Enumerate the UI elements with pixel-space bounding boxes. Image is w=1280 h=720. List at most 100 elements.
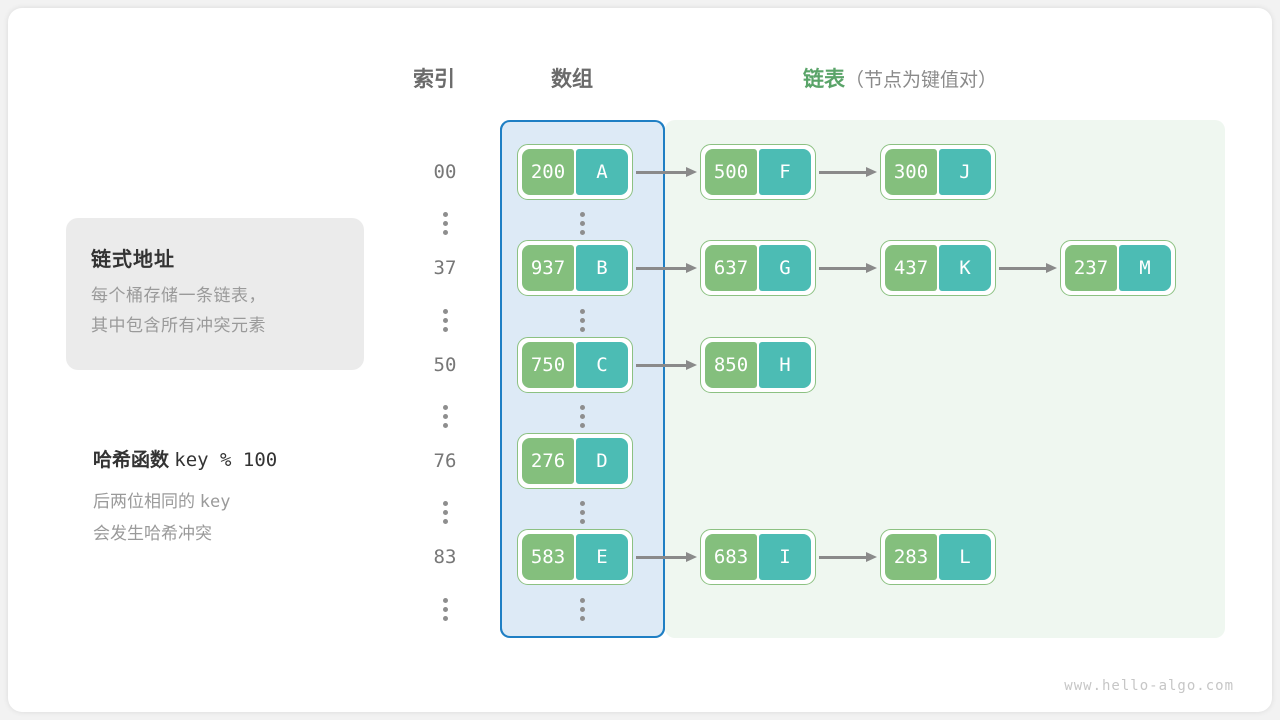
ellipsis-dot <box>579 221 585 226</box>
arrow-head <box>1046 263 1057 273</box>
hash-function-body-line-1: 后两位相同的 key <box>93 486 230 518</box>
ellipsis-dot <box>579 510 585 515</box>
chain-arrow <box>819 263 877 273</box>
node-value-cell: I <box>759 534 811 580</box>
hash-function-expression: key % 100 <box>174 449 278 471</box>
info-card: 链式地址 每个桶存储一条链表， 其中包含所有冲突元素 <box>66 218 364 370</box>
ellipsis-dot <box>579 318 585 323</box>
ellipsis-dot <box>579 607 585 612</box>
node-value-cell: H <box>759 342 811 388</box>
bucket-index-label: 50 <box>433 354 457 376</box>
arrow-shaft <box>999 267 1048 270</box>
ellipsis-dots <box>423 305 467 332</box>
arrow-head <box>866 263 877 273</box>
ellipsis-dot <box>579 598 585 603</box>
ellipsis-dot <box>442 598 448 603</box>
ellipsis-dot <box>579 405 585 410</box>
ellipsis-dot <box>442 414 448 419</box>
ellipsis-dot <box>442 423 448 428</box>
node-key-cell: 937 <box>522 245 574 291</box>
hash-function-body-line-2: 会发生哈希冲突 <box>93 524 212 543</box>
bucket-index-label: 00 <box>433 161 457 183</box>
node-value-cell: E <box>576 534 628 580</box>
chain-arrow <box>636 552 697 562</box>
ellipsis-dot <box>442 212 448 217</box>
arrow-shaft <box>636 267 688 270</box>
node-key-cell: 300 <box>885 149 937 195</box>
ellipsis-dot <box>579 414 585 419</box>
diagram-card: 索引 数组 链表（节点为键值对） 链式地址 每个桶存储一条链表， 其中包含所有冲… <box>8 8 1272 712</box>
ellipsis-dot <box>442 616 448 621</box>
node-key-cell: 283 <box>885 534 937 580</box>
node-key-cell: 237 <box>1065 245 1117 291</box>
node-key-cell: 850 <box>705 342 757 388</box>
ellipsis-dot <box>579 616 585 621</box>
column-header-linked-list: 链表（节点为键值对） <box>803 63 997 93</box>
node-key-cell: 437 <box>885 245 937 291</box>
ellipsis-dots <box>423 208 467 235</box>
column-header-index: 索引 <box>413 68 455 91</box>
ellipsis-dot <box>442 309 448 314</box>
chain-arrow <box>819 552 877 562</box>
arrow-head <box>866 552 877 562</box>
hash-function-title-label: 哈希函数 <box>93 450 170 471</box>
chain-arrow <box>636 263 697 273</box>
hash-function-body-line-1-label: 后两位相同的 <box>93 492 195 511</box>
node-value-cell: G <box>759 245 811 291</box>
ellipsis-dot <box>579 309 585 314</box>
chain-arrow <box>636 167 697 177</box>
arrow-shaft <box>636 171 688 174</box>
node-key-cell: 750 <box>522 342 574 388</box>
node-value-cell: L <box>939 534 991 580</box>
ellipsis-dot <box>579 327 585 332</box>
chain-arrow <box>999 263 1057 273</box>
ellipsis-dots <box>560 497 604 524</box>
column-header-linked-list-main: 链表 <box>803 68 845 91</box>
arrow-head <box>686 360 697 370</box>
ellipsis-dot <box>442 327 448 332</box>
ellipsis-dot <box>442 405 448 410</box>
ellipsis-dot <box>579 212 585 217</box>
arrow-head <box>686 167 697 177</box>
bucket-index-label: 37 <box>433 257 457 279</box>
ellipsis-dot <box>442 501 448 506</box>
ellipsis-dots <box>423 497 467 524</box>
ellipsis-dots <box>560 305 604 332</box>
info-card-body: 每个桶存储一条链表， 其中包含所有冲突元素 <box>91 281 266 341</box>
ellipsis-dots <box>423 401 467 428</box>
arrow-head <box>686 552 697 562</box>
hash-function-body: 后两位相同的 key 会发生哈希冲突 <box>93 486 230 549</box>
node-key-cell: 637 <box>705 245 757 291</box>
arrow-shaft <box>636 364 688 367</box>
info-card-line-2: 其中包含所有冲突元素 <box>91 316 266 335</box>
info-card-title: 链式地址 <box>91 249 175 271</box>
node-value-cell: K <box>939 245 991 291</box>
column-header-linked-list-sub: （节点为键值对） <box>845 70 998 91</box>
ellipsis-dot <box>442 510 448 515</box>
ellipsis-dot <box>442 607 448 612</box>
ellipsis-dot <box>442 318 448 323</box>
node-value-cell: A <box>576 149 628 195</box>
ellipsis-dot <box>442 519 448 524</box>
ellipsis-dots <box>560 594 604 621</box>
node-value-cell: J <box>939 149 991 195</box>
ellipsis-dot <box>579 230 585 235</box>
node-key-cell: 583 <box>522 534 574 580</box>
watermark: www.hello-algo.com <box>1064 678 1234 694</box>
ellipsis-dot <box>442 221 448 226</box>
